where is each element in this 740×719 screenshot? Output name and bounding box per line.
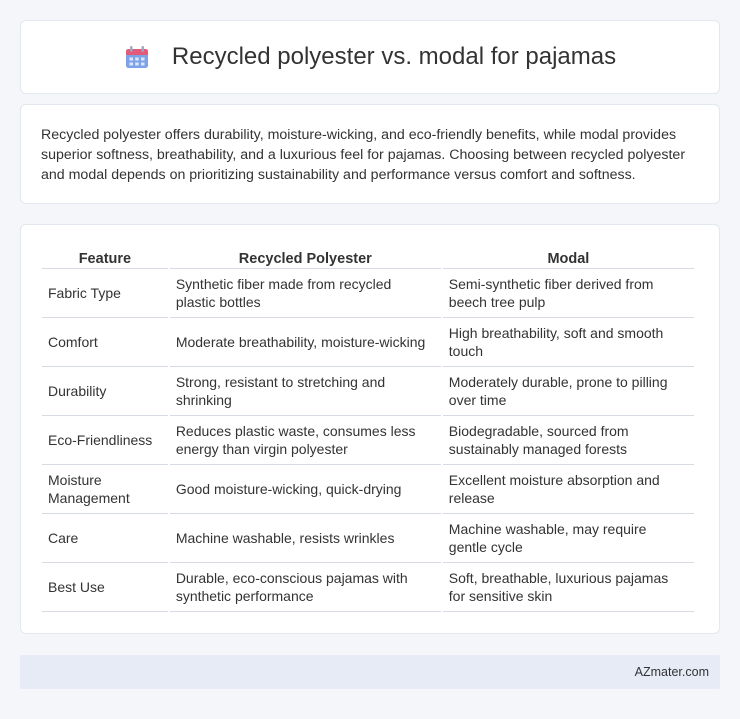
cell-feature: Best Use [42,563,168,612]
cell-feature: Comfort [42,318,168,367]
footer-site-label: AZmater.com [634,665,709,679]
cell-recycled-polyester: Durable, eco-conscious pajamas with synt… [169,563,441,612]
cell-recycled-polyester: Moderate breathability, moisture-wicking [169,318,441,367]
comparison-table: Feature Recycled Polyester Modal Fabric … [40,247,696,612]
cell-modal: Moderately durable, prone to pilling ove… [442,367,694,416]
cell-modal: Soft, breathable, luxurious pajamas for … [442,563,694,612]
cell-feature: Fabric Type [42,269,168,318]
header-modal: Modal [442,247,694,269]
calendar-icon [124,44,150,70]
cell-feature: Care [42,514,168,563]
header-recycled-polyester: Recycled Polyester [169,247,441,269]
table-header-row: Feature Recycled Polyester Modal [42,247,694,269]
summary-card: Recycled polyester offers durability, mo… [20,104,720,204]
cell-modal: Excellent moisture absorption and releas… [442,465,694,514]
footer: AZmater.com [20,655,720,689]
cell-recycled-polyester: Machine washable, resists wrinkles [169,514,441,563]
cell-feature: Moisture Management [42,465,168,514]
summary-text: Recycled polyester offers durability, mo… [41,127,686,183]
page-title: Recycled polyester vs. modal for pajamas [171,43,617,70]
cell-recycled-polyester: Synthetic fiber made from recycled plast… [169,269,441,318]
cell-recycled-polyester: Good moisture-wicking, quick-drying [169,465,441,514]
cell-feature: Durability [42,367,168,416]
cell-modal: Machine washable, may require gentle cyc… [442,514,694,563]
cell-recycled-polyester: Strong, resistant to stretching and shri… [169,367,441,416]
cell-feature: Eco-Friendliness [42,416,168,465]
cell-modal: Semi-synthetic fiber derived from beech … [442,269,694,318]
title-card: Recycled polyester vs. modal for pajamas [20,20,720,94]
cell-recycled-polyester: Reduces plastic waste, consumes less ene… [169,416,441,465]
cell-modal: High breathability, soft and smooth touc… [442,318,694,367]
header-feature: Feature [42,247,168,269]
cell-modal: Biodegradable, sourced from sustainably … [442,416,694,465]
comparison-table-card: Feature Recycled Polyester Modal Fabric … [20,224,720,634]
